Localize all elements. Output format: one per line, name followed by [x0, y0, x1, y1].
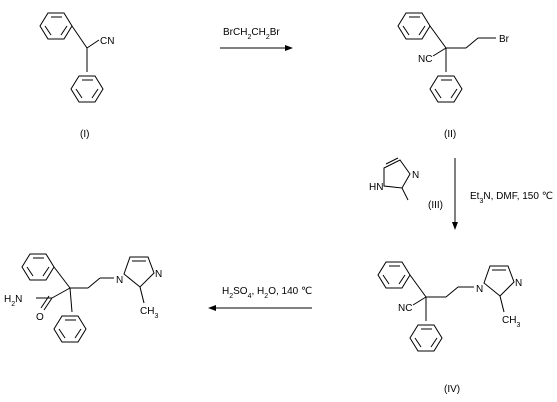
nitrile-label: CN: [100, 36, 114, 47]
compound-IV: N NC N CH3 (IV): [377, 261, 522, 395]
step1-arrow: BrCH2CH2Br: [220, 27, 293, 51]
compound-I-label: (I): [80, 129, 89, 140]
step3-arrow: H2SO4, H2O, 140 ℃: [208, 286, 312, 311]
amine-label: H2N: [4, 294, 22, 308]
n1-label: N: [476, 284, 483, 295]
compound-II-label: (II): [444, 129, 456, 140]
oxygen-label: O: [36, 312, 44, 323]
step2-arrow: Et3N, DMF, 150 ℃: [452, 158, 553, 230]
compound-IV-label: (IV): [444, 384, 460, 395]
compound-I: CN (I): [39, 12, 114, 140]
step3-conditions: H2SO4, H2O, 140 ℃: [222, 286, 312, 300]
nitrile-label: NC: [418, 54, 432, 65]
n1-label: N: [116, 275, 123, 286]
n3-label: N: [155, 269, 162, 280]
compound-II: Br NC (II): [397, 12, 510, 140]
nh-label: HN: [369, 182, 383, 193]
methyl-label: CH3: [140, 306, 158, 320]
step1-reagent: BrCH2CH2Br: [223, 27, 280, 41]
n3-label: N: [515, 278, 522, 289]
nitrile-label: NC: [398, 303, 412, 314]
compound-III-label: (III): [428, 200, 443, 211]
methyl-label: CH3: [502, 315, 520, 329]
compound-III: HN N (III): [369, 157, 443, 211]
n-label: N: [412, 170, 419, 181]
product: N H2N O N CH3: [4, 253, 162, 343]
step2-conditions: Et3N, DMF, 150 ℃: [470, 191, 553, 205]
bromo-label: Br: [499, 34, 510, 45]
